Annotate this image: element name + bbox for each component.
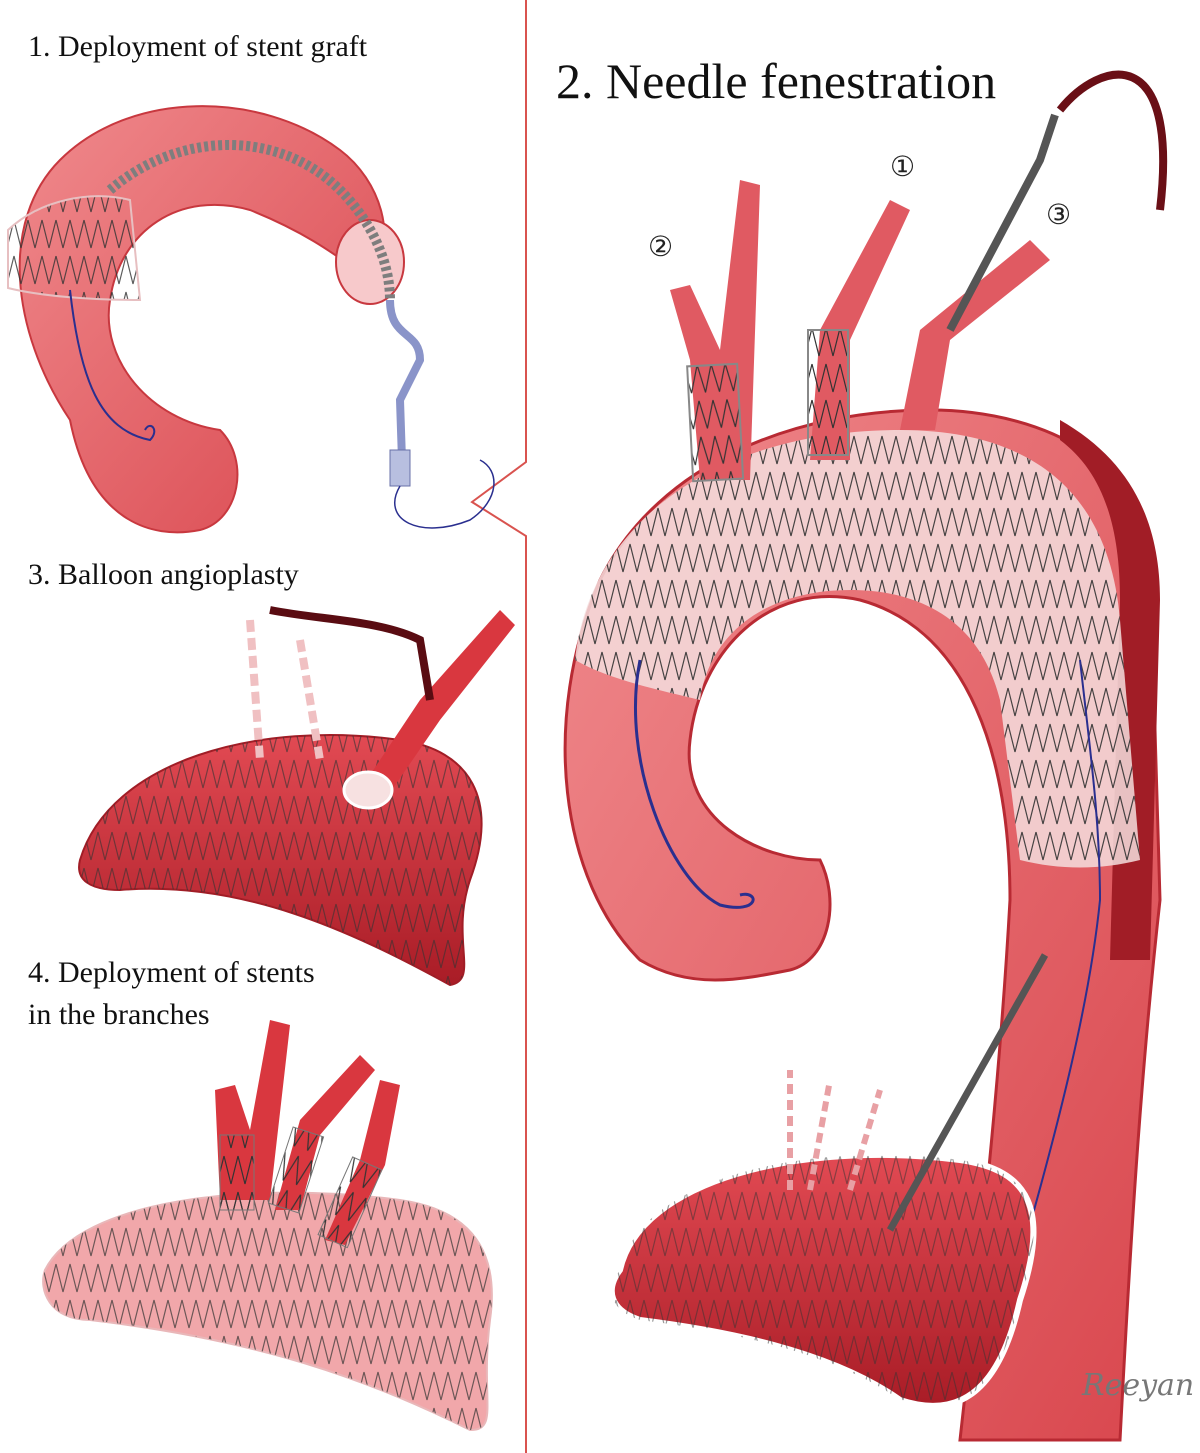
- panel4-segment: [42, 1020, 493, 1432]
- fenestration-needle: [946, 113, 1059, 332]
- panel4-title-line2: in the branches: [28, 998, 210, 1031]
- panel4-title: 4. Deployment of stents in the branches: [28, 952, 315, 1036]
- guide-wire-2: [634, 659, 755, 909]
- branch-marker-2: ②: [648, 232, 674, 263]
- angioplasty-balloon: [342, 770, 394, 810]
- delivery-sheath: [106, 140, 395, 301]
- branch-marker-3: ③: [1046, 200, 1072, 231]
- artist-signature: Reeyan: [1082, 1368, 1195, 1403]
- branch-stent-left: [219, 1134, 255, 1211]
- panel-divider: [470, 0, 527, 1453]
- panel1-aortic-arch: [7, 105, 495, 534]
- branch-stent-1: [807, 329, 849, 456]
- target-branch: [360, 610, 515, 800]
- panel3-segment: [78, 606, 515, 987]
- panel2-inset-segment: [608, 953, 1049, 1409]
- panel4-title-line1: 4. Deployment of stents: [28, 956, 315, 989]
- panel2-title: 2. Needle fenestration: [556, 53, 997, 109]
- panel1-title: 1. Deployment of stent graft: [28, 30, 368, 63]
- branch-vessel-3: [900, 240, 1050, 430]
- panel3-title: 3. Balloon angioplasty: [28, 558, 299, 591]
- branch-stent-2: [686, 362, 745, 483]
- branch-stent-right: [317, 1156, 383, 1249]
- delivery-catheter: [386, 299, 425, 461]
- stent-graft-segment: [7, 195, 142, 302]
- branch-stent-middle: [267, 1126, 325, 1214]
- branch-marker-1: ①: [890, 152, 916, 183]
- guide-wire-1: [69, 289, 156, 442]
